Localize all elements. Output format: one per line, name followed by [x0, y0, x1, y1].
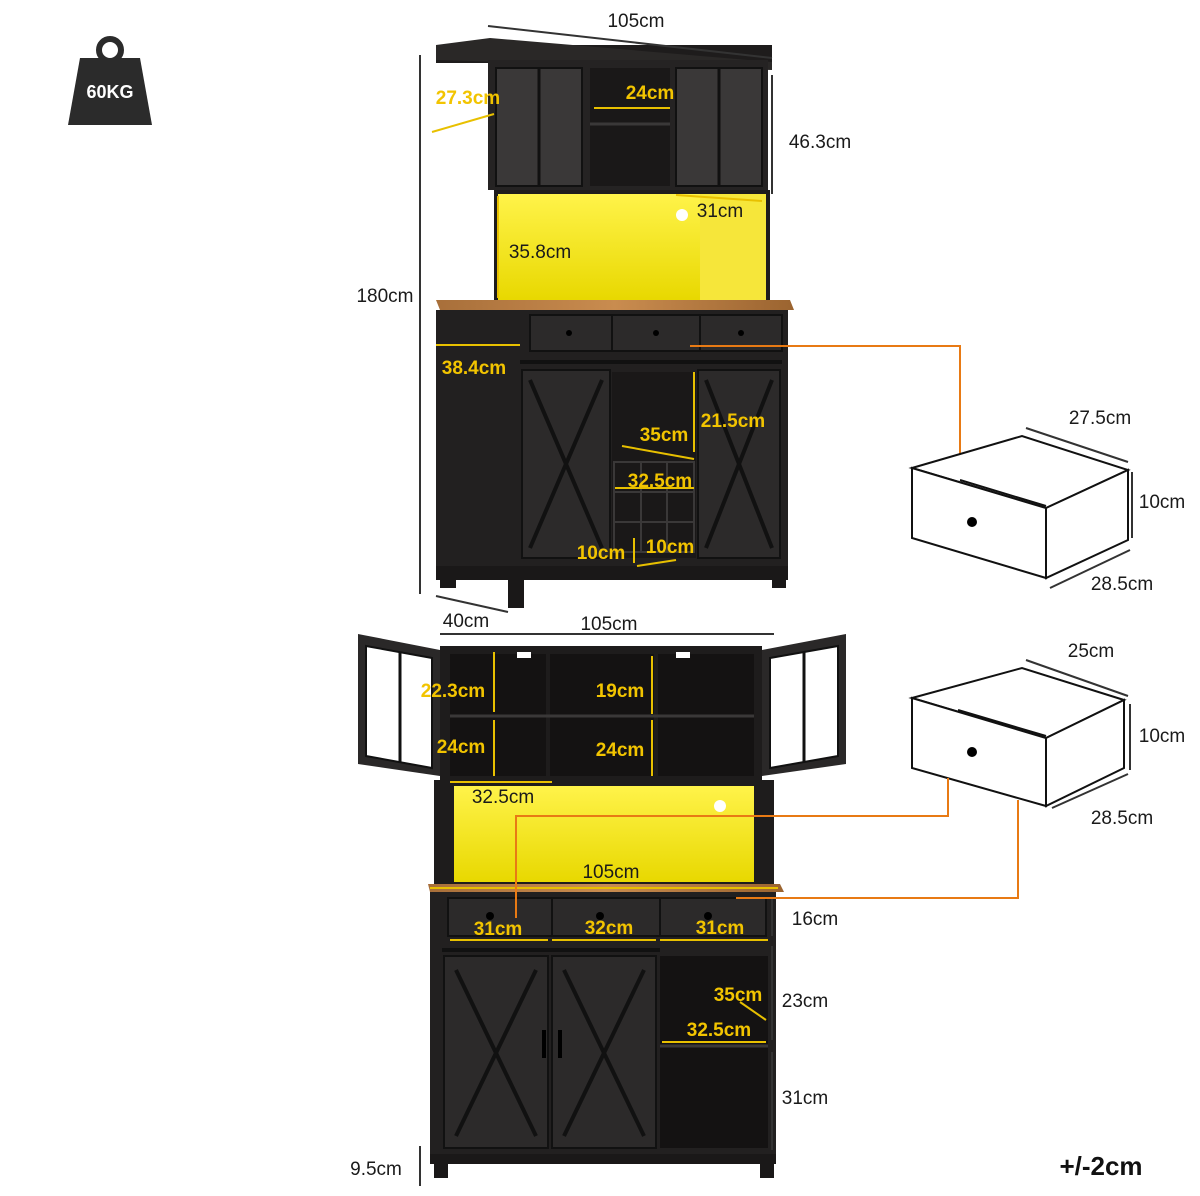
- top-cell-h: 10cm: [646, 537, 695, 558]
- front-drawer-w2: 32cm: [585, 918, 634, 939]
- front-side-height: 23cm: [782, 991, 828, 1012]
- top-upper-height: 46.3cm: [789, 132, 851, 153]
- front-bottom-h: 31cm: [782, 1088, 828, 1109]
- top-depth: 40cm: [443, 611, 489, 632]
- top-shelf-gap: 24cm: [626, 83, 675, 104]
- top-upper-depth: 27.3cm: [436, 88, 500, 109]
- drawer-large-dims: [1025, 427, 1133, 589]
- drawer-small-illustration: [908, 666, 1127, 808]
- tolerance-note: +/-2cm: [1059, 1151, 1142, 1181]
- front-side-depth: 35cm: [714, 985, 763, 1006]
- drawer-small-depth: 25cm: [1068, 641, 1114, 662]
- cabinet-front-view: [358, 634, 846, 1178]
- front-dimension-lines: [419, 633, 1019, 1186]
- front-lower-h1: 24cm: [437, 737, 486, 758]
- drawer-small-width: 28.5cm: [1091, 808, 1153, 829]
- top-cell-w: 10cm: [577, 543, 626, 564]
- front-upper-h1: 22.3cm: [421, 681, 485, 702]
- drawer-large-depth: 27.5cm: [1069, 408, 1131, 429]
- front-drawer-w3: 31cm: [696, 918, 745, 939]
- drawer-large-height: 10cm: [1139, 492, 1185, 513]
- top-overall-width: 105cm: [607, 11, 664, 32]
- top-base-depth: 38.4cm: [442, 358, 506, 379]
- top-wine-inner: 32.5cm: [628, 471, 692, 492]
- front-drawer-h: 16cm: [792, 909, 838, 930]
- front-upper-h2: 19cm: [596, 681, 645, 702]
- top-hutch-depth: 31cm: [697, 201, 743, 222]
- top-wine-width: 35cm: [640, 425, 689, 446]
- weight-icon: [68, 36, 152, 125]
- top-overall-height: 180cm: [356, 286, 413, 307]
- front-drawer-w1: 31cm: [474, 919, 523, 940]
- front-compartment-w: 32.5cm: [472, 787, 534, 808]
- drawer-large-illustration: [908, 434, 1131, 580]
- front-lower-h2: 24cm: [596, 740, 645, 761]
- front-overall-width: 105cm: [580, 614, 637, 635]
- front-side-inner: 32.5cm: [687, 1020, 751, 1041]
- front-counter-w: 105cm: [582, 862, 639, 883]
- top-light-height: 35.8cm: [509, 242, 571, 263]
- top-wine-height: 21.5cm: [701, 411, 765, 432]
- drawer-large-width: 28.5cm: [1091, 574, 1153, 595]
- drawer-small-height: 10cm: [1139, 726, 1185, 747]
- cabinet-top-view: [436, 38, 794, 608]
- weight-label: 60KG: [86, 82, 133, 102]
- top-dimension-lines: [419, 25, 961, 613]
- front-leg-h: 9.5cm: [350, 1159, 402, 1180]
- drawer-small-dims: [1025, 659, 1131, 809]
